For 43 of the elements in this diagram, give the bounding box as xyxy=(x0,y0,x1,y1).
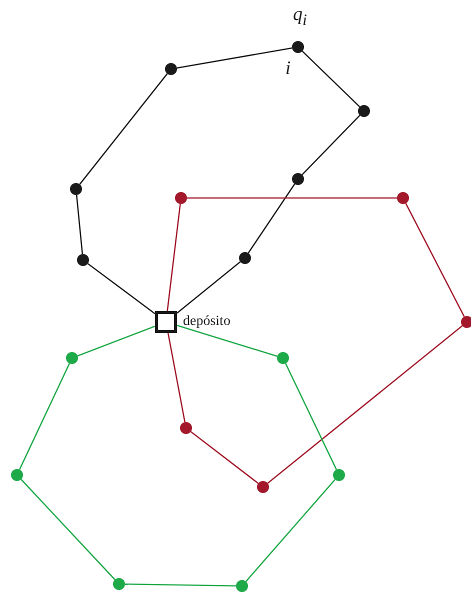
route-line xyxy=(176,47,292,69)
route-line xyxy=(18,363,70,470)
customer-dot xyxy=(257,481,269,493)
route-line xyxy=(76,194,84,254)
route-line xyxy=(167,332,186,422)
customer-dot xyxy=(113,578,125,590)
route-line xyxy=(187,197,397,199)
customer-dot xyxy=(77,254,89,266)
node-caption: depósito xyxy=(183,314,230,330)
demand-label: i xyxy=(285,58,291,80)
demand-label: q$_{i}$ xyxy=(293,4,307,30)
customer-dot xyxy=(236,580,248,592)
route-line xyxy=(176,261,241,314)
customer-dot xyxy=(66,352,78,364)
route-line xyxy=(190,431,259,484)
route-line xyxy=(302,114,360,176)
customer-dot xyxy=(333,469,345,481)
route-line xyxy=(125,583,236,587)
customer-dot xyxy=(165,63,177,75)
route-line xyxy=(248,184,296,254)
route-line xyxy=(87,263,156,314)
route-line xyxy=(79,73,168,185)
customer-dot xyxy=(358,105,370,117)
route-line xyxy=(285,363,337,470)
route-line xyxy=(77,326,156,356)
customer-dot xyxy=(180,422,192,434)
route-line xyxy=(302,50,360,108)
customer-dot xyxy=(292,173,304,185)
customer-dot xyxy=(239,252,251,264)
customer-dot xyxy=(70,183,82,195)
customer-dot xyxy=(11,469,23,481)
route-line xyxy=(245,479,336,582)
customer-dot xyxy=(175,192,187,204)
depot-square xyxy=(155,311,177,333)
customer-dot xyxy=(397,192,409,204)
customer-dot xyxy=(277,352,289,364)
route-line xyxy=(405,203,465,317)
customer-dot xyxy=(461,316,471,328)
route-line xyxy=(20,478,116,580)
customer-dot xyxy=(292,41,304,53)
route-line xyxy=(176,324,278,357)
route-line xyxy=(166,204,181,312)
route-line xyxy=(267,325,463,484)
